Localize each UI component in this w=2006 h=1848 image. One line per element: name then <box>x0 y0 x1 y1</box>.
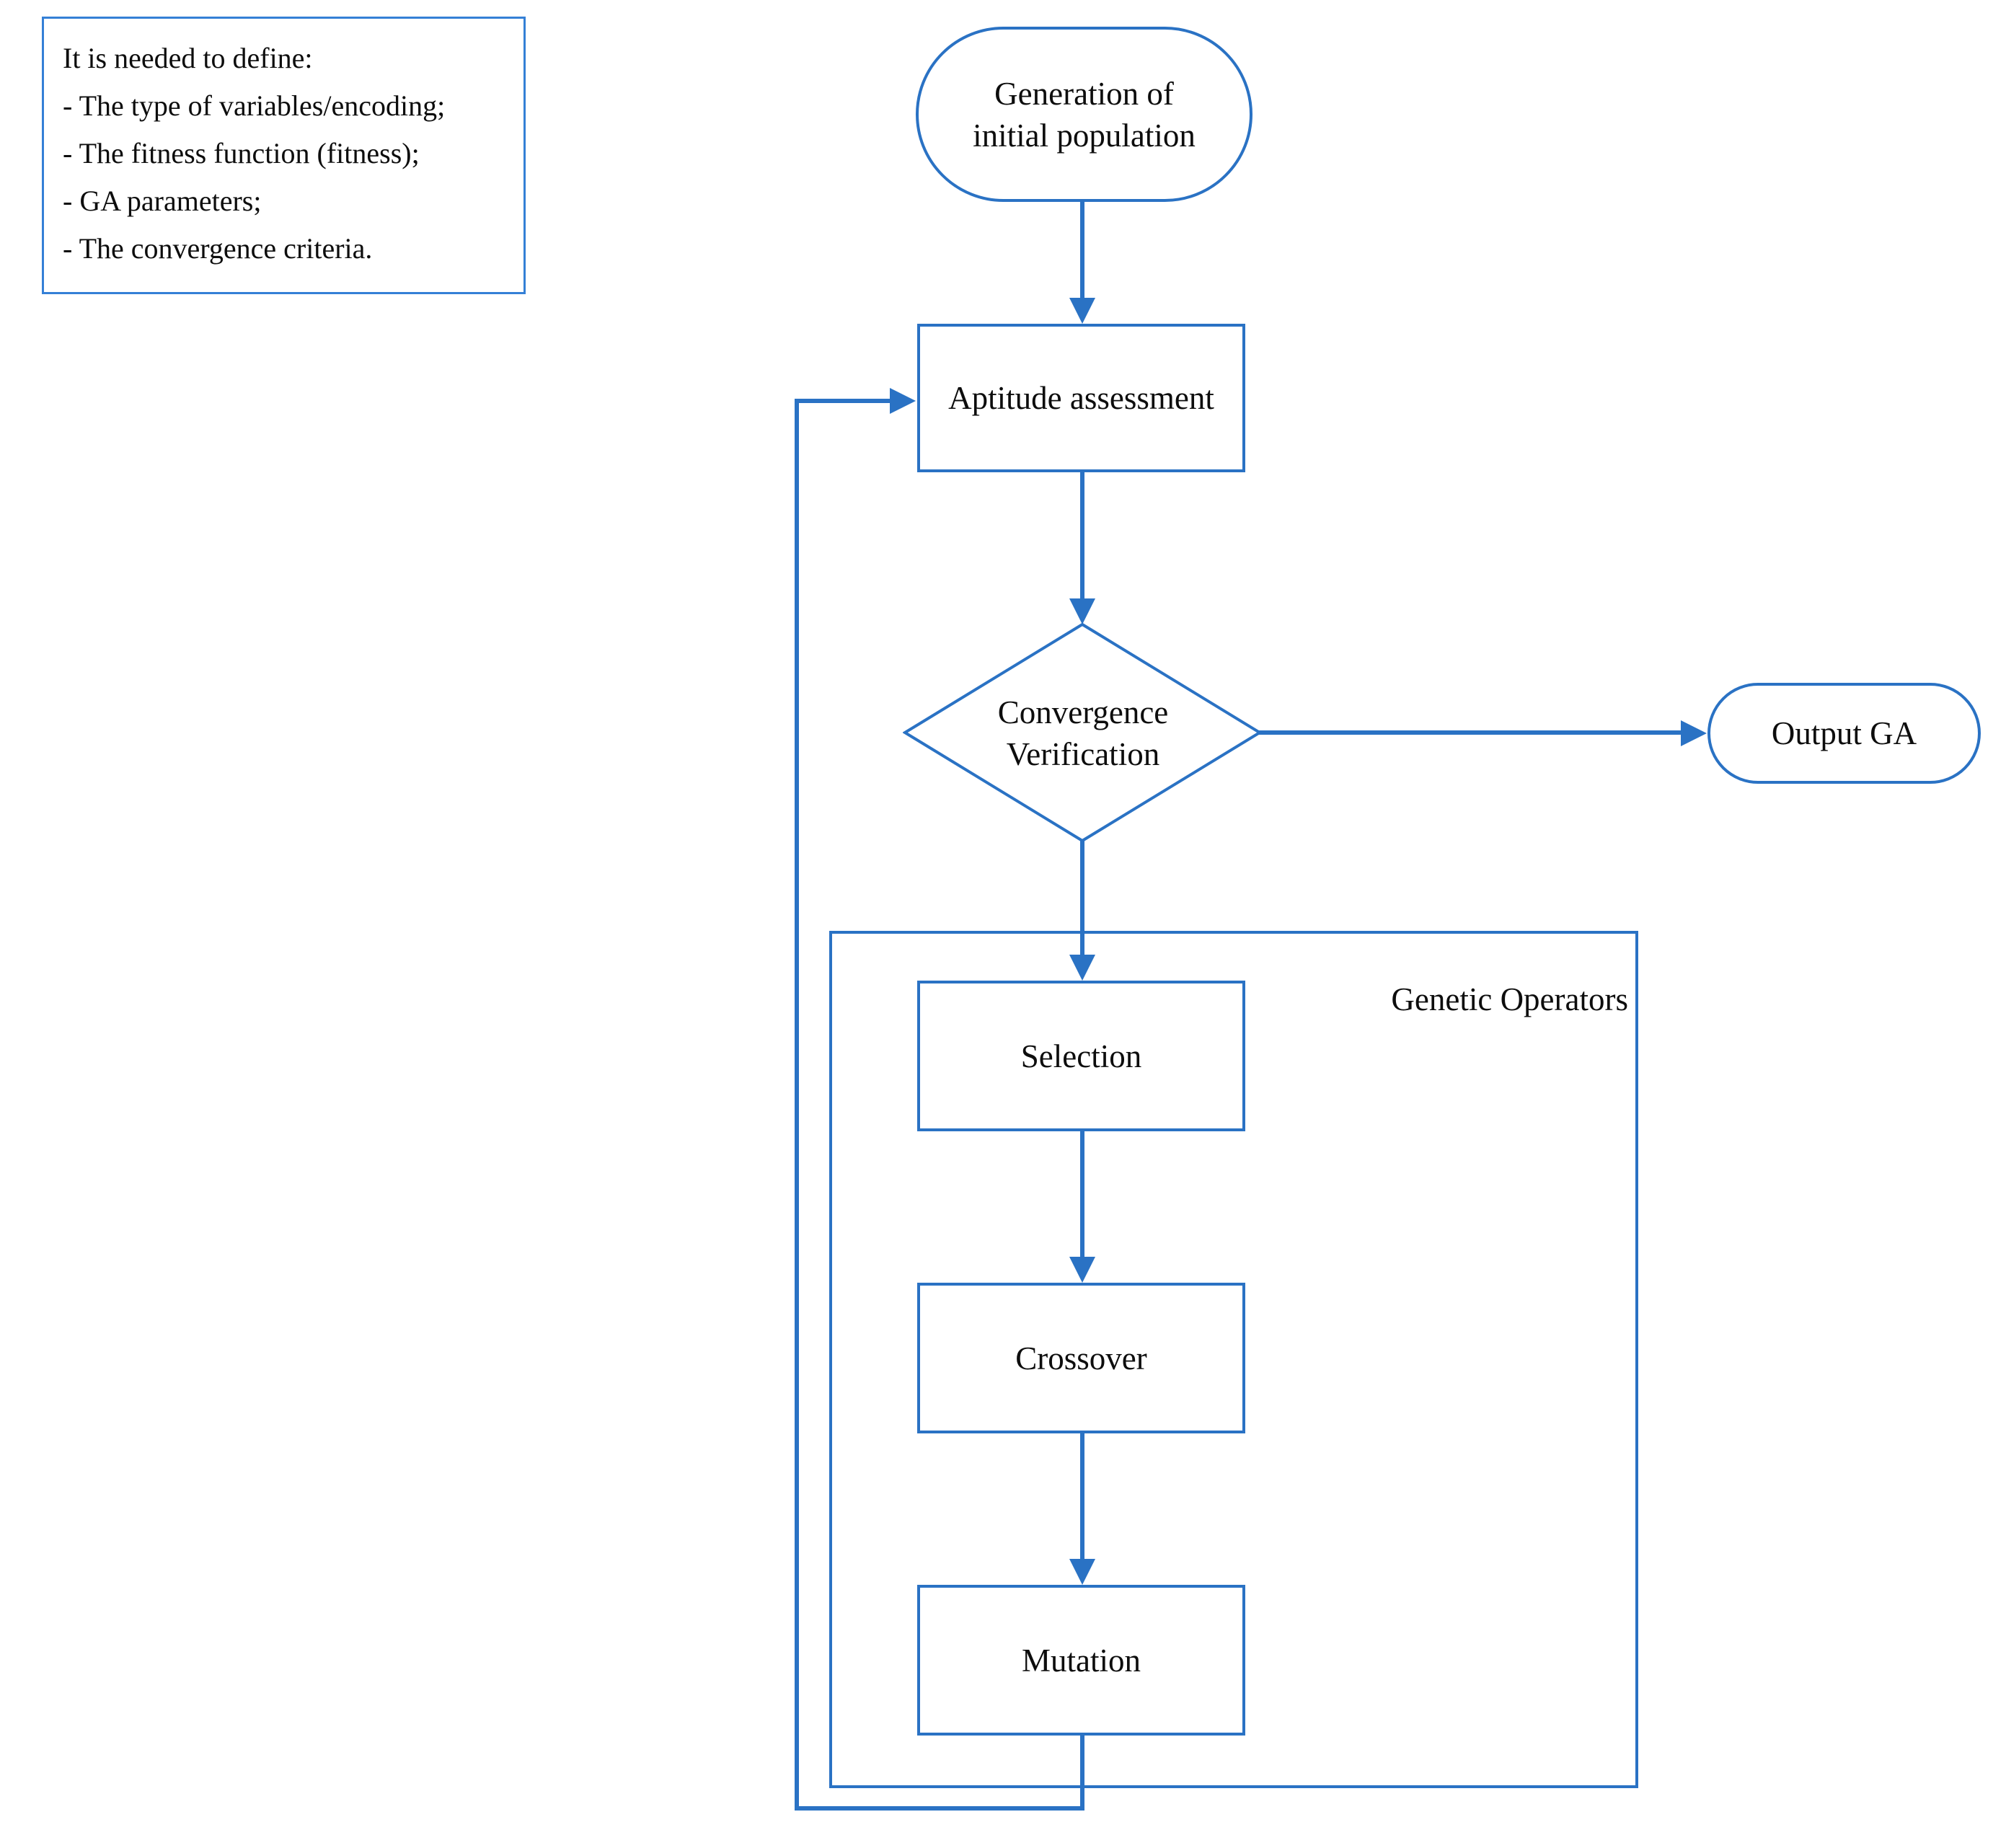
diamond-shape <box>903 622 1262 843</box>
generation-node: Generation of initial population <box>916 27 1252 202</box>
note-line-4: - GA parameters; <box>63 185 262 217</box>
arrow-convergence-to-selection <box>1080 839 1084 957</box>
aptitude-node: Aptitude assessment <box>917 324 1245 472</box>
convergence-label: Convergence Verification <box>997 694 1169 772</box>
note-line-2: - The type of variables/encoding; <box>63 89 446 122</box>
arrow-aptitude-to-convergence <box>1080 469 1084 601</box>
arrowhead-into-convergence <box>1069 598 1095 624</box>
arrow-generation-to-aptitude <box>1080 199 1084 300</box>
arrowhead-into-aptitude-top <box>1069 298 1095 324</box>
note-line-1: It is needed to define: <box>63 42 313 74</box>
mutation-node: Mutation <box>917 1585 1245 1736</box>
note-line-5: - The convergence criteria. <box>63 232 373 265</box>
arrow-convergence-to-output <box>1258 730 1684 735</box>
selection-node: Selection <box>917 981 1245 1131</box>
crossover-node: Crossover <box>917 1283 1245 1433</box>
output-node: Output GA <box>1707 683 1981 784</box>
feedback-segment-into-aptitude <box>795 399 891 403</box>
arrowhead-into-output <box>1681 720 1707 746</box>
genetic-operators-label: Genetic Operators <box>1391 981 1628 1017</box>
feedback-segment-bottom <box>795 1806 1084 1811</box>
feedback-segment-down <box>1080 1734 1084 1811</box>
arrow-crossover-to-mutation <box>1080 1432 1084 1561</box>
arrowhead-into-aptitude-left <box>890 388 916 414</box>
note-line-3: - The fitness function (fitness); <box>63 137 420 169</box>
arrowhead-into-crossover <box>1069 1257 1095 1283</box>
note-box: It is needed to define: - The type of va… <box>42 17 526 294</box>
convergence-diamond <box>903 622 1262 843</box>
genetic-operators-group <box>829 931 1638 1788</box>
arrowhead-into-mutation <box>1069 1559 1095 1585</box>
feedback-segment-up <box>795 399 799 1811</box>
arrowhead-into-selection <box>1069 955 1095 981</box>
arrow-selection-to-crossover <box>1080 1130 1084 1259</box>
